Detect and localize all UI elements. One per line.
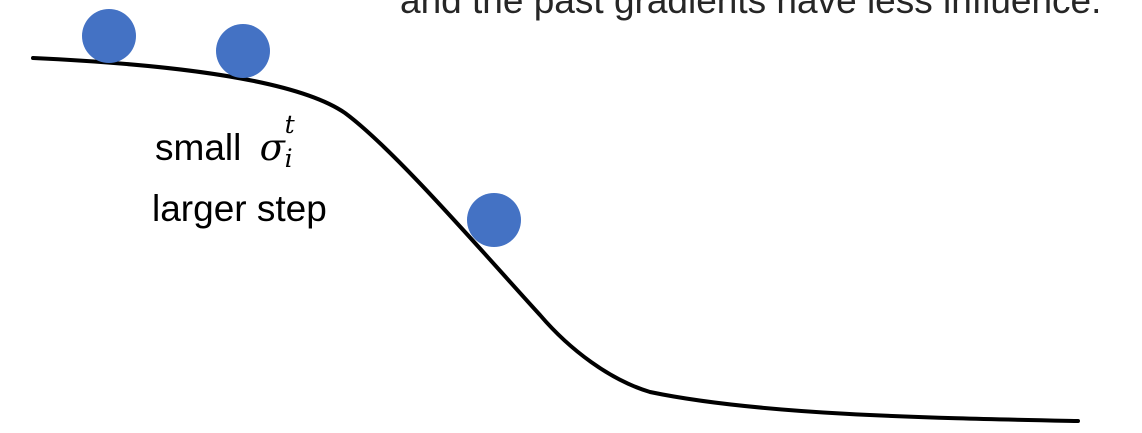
small-prefix-text: small [155,127,242,168]
sigma-subscript: i [284,144,293,173]
sigma-superscript: t [284,110,295,139]
ball-1 [82,9,136,63]
caption-text: and the past gradients have less influen… [400,0,1102,21]
larger-step-label: larger step [152,188,327,229]
small-sigma-label: small σ t i [155,112,295,171]
sigma-symbol: σ t i [259,112,295,171]
ball-2 [216,24,270,78]
sigma-base: σ [259,126,285,169]
loss-curve [31,56,1080,423]
ball-3 [467,193,521,247]
